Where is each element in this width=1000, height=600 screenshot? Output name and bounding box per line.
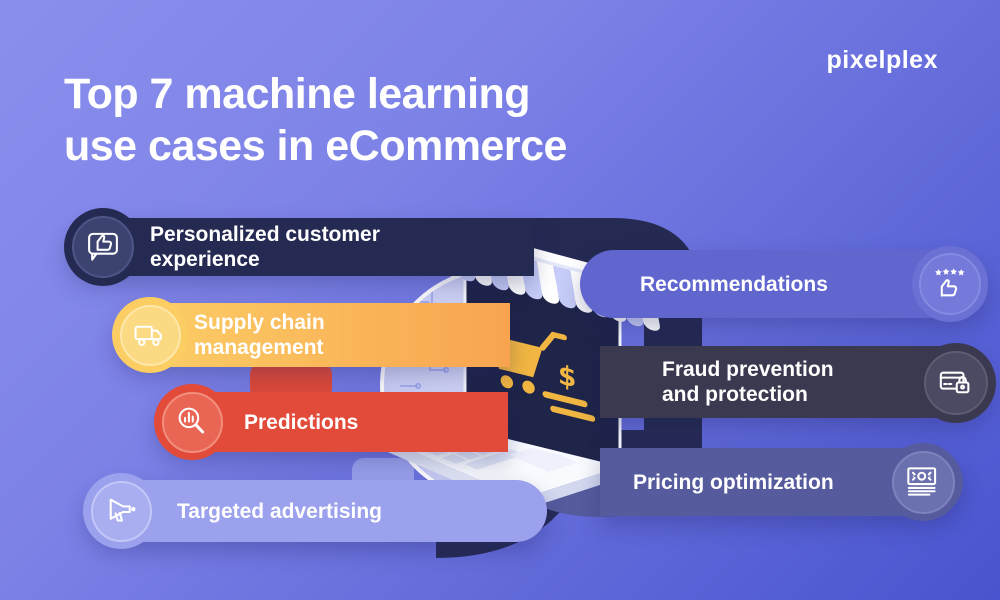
magnifier-bar-chart-icon [178, 407, 205, 434]
use-case-label: Targeted advertising [177, 499, 382, 523]
use-case-badge [154, 384, 230, 460]
banknote-icon [907, 467, 937, 496]
use-case-badge [83, 473, 159, 549]
megaphone-icon [109, 498, 136, 522]
use-case-label: Fraud prevention and protection [662, 358, 834, 406]
use-case-badge [912, 246, 988, 322]
use-case-label: Pricing optimization [633, 470, 834, 494]
page-title: Top 7 machine learning use cases in eCom… [64, 68, 567, 172]
use-case-pill-personalized-experience: Personalized customer experience [64, 208, 534, 286]
page-title-line-1: Top 7 machine learning [64, 70, 531, 118]
use-case-pill-fraud-prevention: Fraud prevention and protection [600, 343, 996, 423]
use-case-label: Predictions [244, 410, 359, 434]
svg-text:$: $ [558, 359, 576, 394]
rating-stars-thumbs-up-icon [935, 268, 965, 297]
use-case-label: Recommendations [640, 272, 828, 296]
delivery-truck-icon [134, 325, 162, 346]
use-case-pill-supply-chain: Supply chain management [112, 297, 510, 373]
use-case-pill-targeted-advertising: Targeted advertising [83, 473, 547, 549]
use-case-badge [112, 297, 188, 373]
laptop-trackpad [509, 445, 578, 472]
brand-logo: pixelplex [826, 46, 938, 74]
thumbs-up-chat-icon [88, 232, 118, 261]
use-case-badge [884, 443, 962, 521]
use-case-label: Supply chain management [194, 311, 325, 359]
use-case-label: Personalized customer experience [150, 223, 380, 271]
credit-card-lock-icon [939, 371, 970, 394]
connector-joint-red [250, 364, 332, 398]
use-case-pill-recommendations: Recommendations [580, 246, 988, 322]
dollar-sign-icon: $ [542, 359, 596, 422]
use-case-pill-predictions: Predictions [154, 384, 508, 460]
use-case-pill-pricing-optimization: Pricing optimization [600, 443, 963, 521]
use-case-badge [64, 208, 142, 286]
page-title-line-2: use cases in eCommerce [64, 122, 567, 170]
use-case-badge [916, 343, 996, 423]
